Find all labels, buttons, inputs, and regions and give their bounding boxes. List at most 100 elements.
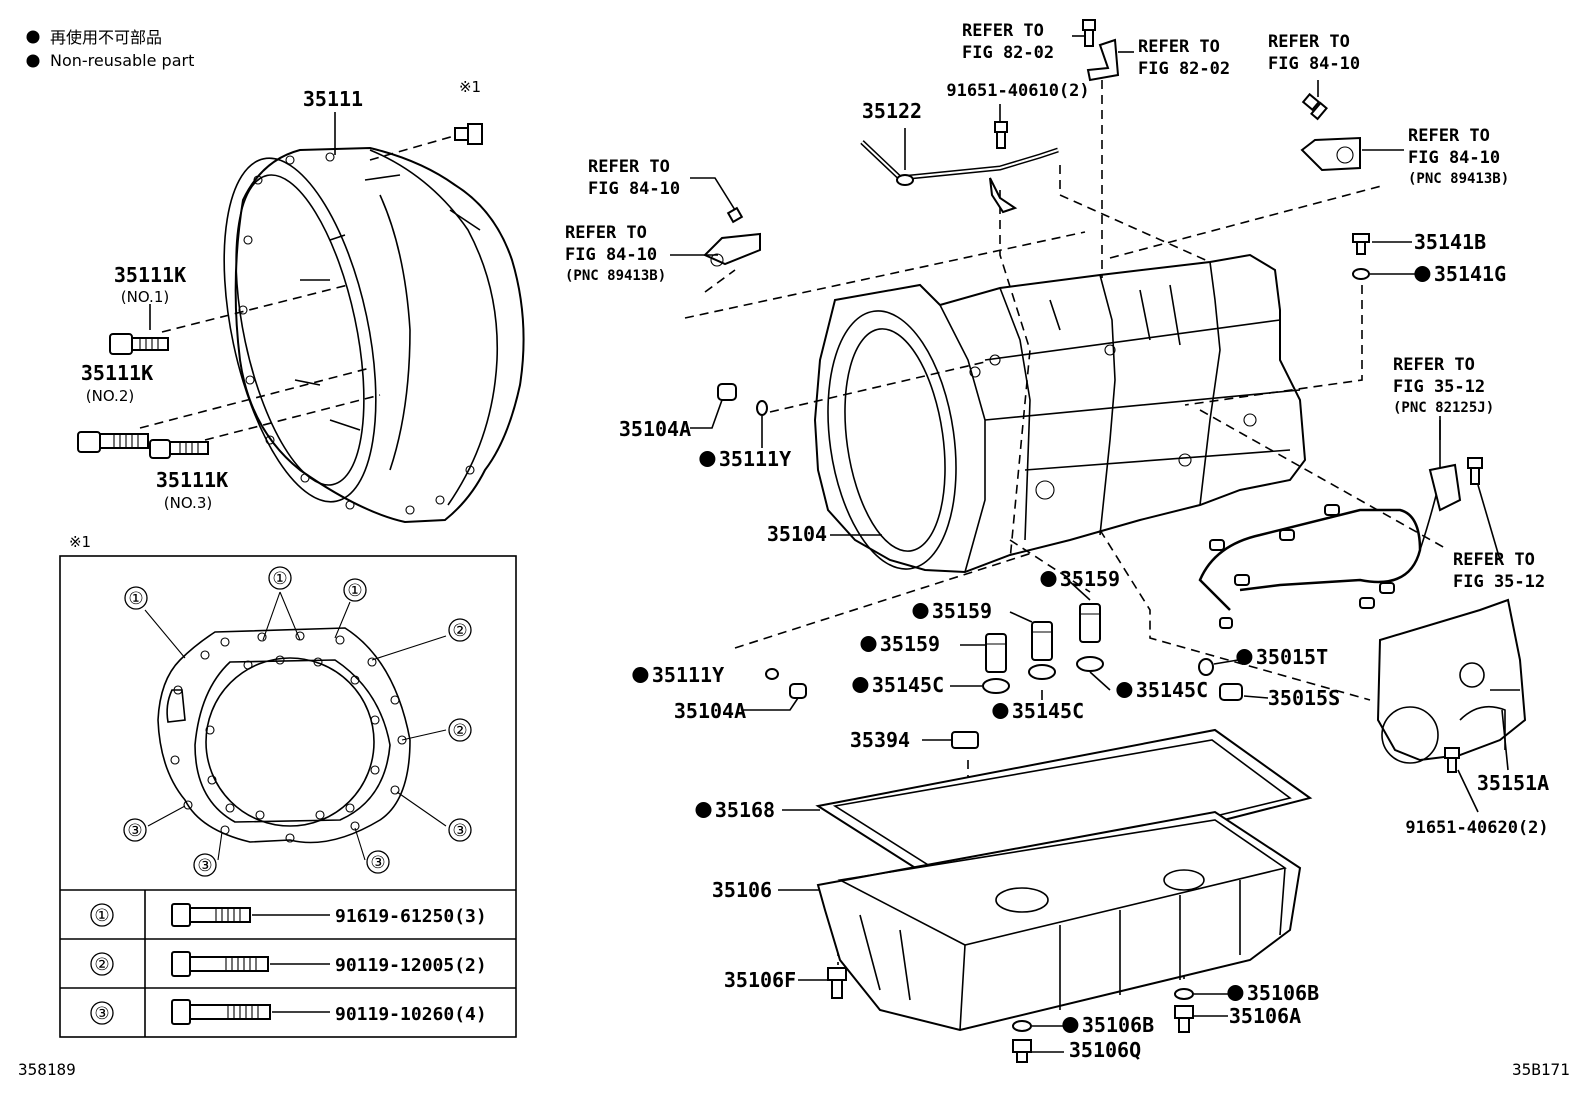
bracket-icon: [1086, 38, 1120, 82]
callout: 35106B: [1062, 1013, 1154, 1037]
callout: 91651-40610(2): [946, 81, 1089, 101]
part-number-label: (NO.3): [164, 494, 212, 512]
reference-line: FIG 84-10: [1408, 148, 1500, 168]
bolt-table-part-number: 91619-61250(3): [335, 906, 487, 927]
callout: 35141G: [1414, 262, 1506, 286]
part-number-callouts: 35111※135111K(NO.1)35111K(NO.2)35111K(NO…: [69, 78, 1549, 1062]
plug-icon: [789, 683, 807, 699]
reference-line: REFER TO: [962, 21, 1044, 41]
position-marker-number: ①: [128, 589, 143, 609]
position-marker: ①: [343, 578, 367, 602]
reference-line: REFER TO: [588, 157, 670, 177]
callout: 35159: [1040, 567, 1120, 591]
callout: 35145C: [992, 699, 1084, 723]
non-reusable-dot-icon: [860, 636, 877, 652]
oil-tube-drawing: [860, 128, 1059, 214]
detail-box: [59, 555, 517, 1038]
reference-line: FIG 82-02: [1138, 59, 1230, 79]
legend-japanese: 再使用不可部品: [50, 28, 162, 47]
callout: 35111Y: [699, 447, 791, 471]
reference-line: FIG 84-10: [565, 245, 657, 265]
reference-line: FIG 82-02: [962, 43, 1054, 63]
bolt-icon: [149, 439, 209, 459]
position-marker: ②: [448, 718, 472, 742]
non-reusable-dot-icon: [699, 451, 716, 467]
callout: 35111: [303, 87, 363, 111]
position-marker-number: ②: [452, 721, 467, 741]
callout: 35104A: [619, 417, 691, 441]
part-number-label: 35111Y: [652, 663, 724, 687]
bolt-table-index: ②: [94, 955, 109, 975]
callout: 91651-40620(2): [1405, 818, 1548, 838]
drain-bolt-icon: [827, 967, 847, 999]
reference-line: REFER TO: [565, 223, 647, 243]
part-number-label: 35145C: [1136, 678, 1208, 702]
reference-line: REFER TO: [1408, 126, 1490, 146]
non-reusable-dot-icon: [1414, 266, 1431, 282]
bolt-icon: [1352, 233, 1370, 255]
part-number-label: 35141B: [1414, 230, 1486, 254]
gasket-icon: [1352, 268, 1370, 280]
callout: 35015S: [1268, 686, 1340, 710]
non-reusable-dot-icon: [1040, 571, 1057, 587]
speed-sensor-icon: [1300, 136, 1361, 172]
part-number-label: 35106Q: [1069, 1038, 1141, 1062]
sleeve-icon: [985, 633, 1007, 673]
callout: 35111K: [81, 361, 153, 385]
part-number-label: 35159: [880, 632, 940, 656]
callout: 35159: [860, 632, 940, 656]
part-number-label: ※1: [69, 533, 91, 551]
non-reusable-dot-icon: [1062, 1017, 1079, 1033]
position-marker-number: ③: [127, 821, 142, 841]
valve-body-drawing: [1376, 598, 1527, 764]
legend-english: Non-reusable part: [50, 51, 194, 70]
bolt-icon: [1301, 92, 1328, 121]
part-number-label: 35111Y: [719, 447, 791, 471]
reference-line: REFER TO: [1268, 32, 1350, 52]
position-marker: ②: [448, 618, 472, 642]
leader-lines: [149, 35, 1509, 1053]
plug-icon: [1219, 683, 1243, 701]
position-marker-number: ③: [197, 856, 212, 876]
non-reusable-dot-icon: [992, 703, 1009, 719]
position-marker: ③: [448, 818, 472, 842]
callout: 35104A: [674, 699, 746, 723]
legend: 再使用不可部品 Non-reusable part: [26, 28, 194, 70]
part-number-label: 35151A: [1477, 771, 1549, 795]
part-number-label: 35104: [767, 522, 827, 546]
bolt-icon: [454, 123, 483, 145]
part-number-label: 35111K: [114, 263, 186, 287]
sleeve-icon: [1031, 621, 1053, 661]
washer-icon: [1076, 656, 1104, 672]
part-number-label: 35106F: [724, 968, 796, 992]
part-number-label: 35145C: [872, 673, 944, 697]
callout: 35015T: [1236, 645, 1328, 669]
position-marker-number: ③: [452, 821, 467, 841]
part-number-label: 35145C: [1012, 699, 1084, 723]
bolt-icon: [726, 206, 744, 224]
callout: 35106: [712, 878, 772, 902]
reference-line: FIG 35-12: [1393, 377, 1485, 397]
magnet-icon: [951, 731, 979, 749]
non-reusable-dot-icon: [1116, 682, 1133, 698]
bolt-icon: [1444, 747, 1460, 773]
callout: 35111K: [114, 263, 186, 287]
position-marker-number: ③: [370, 853, 385, 873]
part-number-label: (NO.1): [121, 288, 169, 306]
reference-line: FIG 35-12: [1453, 572, 1545, 592]
o-ring-icon: [1198, 658, 1214, 676]
part-number-label: 35106B: [1082, 1013, 1154, 1037]
wire-harness-drawing: [1198, 420, 1462, 629]
bolt-icon: [171, 903, 330, 927]
callout: 35141B: [1414, 230, 1486, 254]
position-marker: ③: [123, 818, 147, 842]
part-number-label: 35394: [850, 728, 910, 752]
